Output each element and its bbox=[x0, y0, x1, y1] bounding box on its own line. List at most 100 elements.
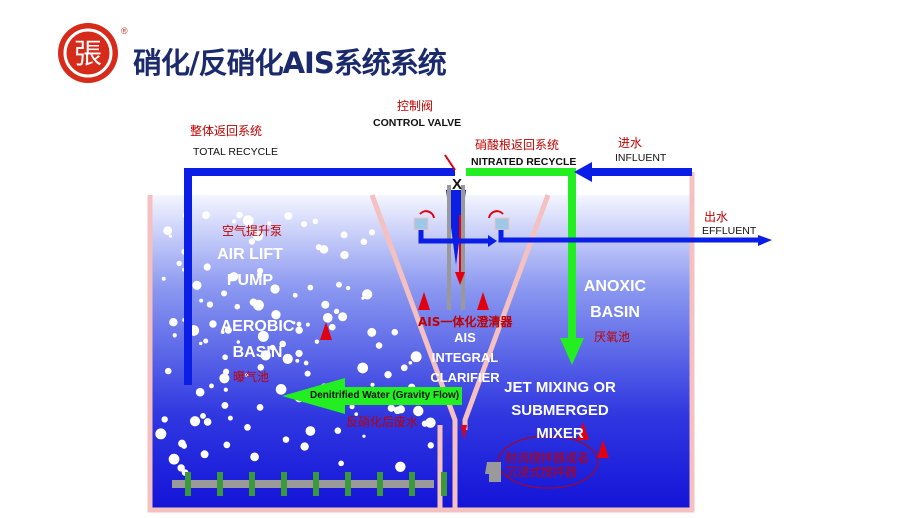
bubble bbox=[314, 339, 320, 344]
total-recycle-pipe bbox=[184, 168, 455, 385]
bubble bbox=[195, 387, 205, 397]
bubble bbox=[192, 280, 202, 290]
bubble bbox=[322, 312, 333, 323]
bubble bbox=[408, 360, 413, 365]
bubble bbox=[176, 260, 182, 267]
bubble bbox=[161, 416, 168, 423]
bubble bbox=[375, 342, 383, 349]
bubble bbox=[256, 404, 264, 411]
total-recycle-en: TOTAL RECYCLE bbox=[193, 146, 278, 158]
bubble bbox=[292, 321, 296, 325]
bubble bbox=[413, 405, 424, 417]
control-valve-cn: 控制阀 bbox=[397, 99, 434, 113]
bubble bbox=[295, 349, 303, 358]
bubble bbox=[338, 312, 348, 322]
bubble bbox=[231, 219, 237, 224]
bubble bbox=[203, 418, 212, 426]
bubble bbox=[155, 428, 167, 440]
diffuser-pipe bbox=[172, 472, 447, 496]
bubble bbox=[357, 362, 369, 374]
bubble bbox=[345, 285, 351, 291]
bubble bbox=[361, 296, 365, 300]
bubble bbox=[427, 442, 434, 449]
bubble bbox=[223, 387, 228, 392]
bubble bbox=[200, 413, 206, 419]
bubble bbox=[400, 364, 408, 372]
bubble bbox=[362, 434, 366, 438]
bubble bbox=[315, 244, 322, 251]
bubble bbox=[242, 215, 254, 226]
bubble bbox=[349, 404, 355, 410]
air-lift-cn: 空气提升泵 bbox=[222, 224, 283, 238]
diffuser-nozzle bbox=[249, 472, 255, 496]
bubble bbox=[312, 218, 319, 225]
diffuser-nozzle bbox=[441, 472, 447, 496]
bubble bbox=[367, 327, 377, 337]
nitrated-recycle-pipe bbox=[466, 168, 576, 340]
bubble bbox=[370, 382, 375, 387]
bubble bbox=[304, 370, 311, 377]
bubble bbox=[305, 426, 316, 436]
influent-en: INFLUENT bbox=[615, 152, 667, 164]
bubble bbox=[209, 383, 214, 389]
nitrated-recycle-cn: 硝酸根返回系统 bbox=[475, 138, 560, 152]
bubble bbox=[321, 300, 330, 309]
diffuser-nozzle bbox=[377, 472, 383, 496]
bubble bbox=[161, 276, 166, 281]
bubble bbox=[200, 450, 209, 459]
nitrated-recycle-en: NITRATED RECYCLE bbox=[471, 156, 577, 168]
influent-cn: 进水 bbox=[618, 136, 643, 150]
bubble bbox=[236, 340, 241, 344]
bubble bbox=[163, 226, 173, 236]
diffuser-nozzle bbox=[217, 472, 223, 496]
diffuser-nozzle bbox=[345, 472, 351, 496]
bubble bbox=[267, 221, 272, 226]
overflow-weirs bbox=[413, 210, 772, 247]
bubble bbox=[221, 290, 228, 297]
bubble bbox=[229, 272, 239, 282]
bubble bbox=[189, 416, 201, 427]
bubble bbox=[307, 284, 314, 291]
bubble bbox=[269, 344, 276, 351]
bubble bbox=[203, 263, 211, 271]
bubble bbox=[227, 415, 233, 421]
mixer-icon bbox=[485, 462, 501, 482]
bubble bbox=[282, 353, 293, 364]
anoxic-cn: 厌氧池 bbox=[594, 330, 631, 344]
bubble bbox=[305, 322, 310, 327]
bubble bbox=[165, 367, 172, 375]
bubble bbox=[177, 464, 185, 472]
bubble bbox=[282, 436, 290, 443]
total-recycle-cn: 整体返回系统 bbox=[190, 124, 263, 138]
control-valve-x[interactable]: X bbox=[452, 176, 463, 193]
bubble bbox=[391, 328, 399, 336]
bubble bbox=[395, 461, 406, 472]
bubble bbox=[220, 330, 225, 334]
bubble bbox=[410, 351, 422, 363]
bubble bbox=[244, 373, 249, 377]
bubble bbox=[248, 238, 256, 245]
bubble bbox=[368, 229, 376, 236]
bubble bbox=[340, 250, 349, 260]
diffuser-nozzle bbox=[313, 472, 319, 496]
bubble bbox=[257, 330, 269, 342]
bubble bbox=[236, 211, 243, 219]
bubble bbox=[202, 211, 211, 220]
company-logo: 張 ® bbox=[58, 23, 128, 83]
bubble bbox=[425, 417, 436, 428]
upflow-arrows bbox=[320, 292, 609, 458]
bubble bbox=[256, 234, 261, 239]
effluent-cn: 出水 bbox=[704, 210, 729, 224]
bubble bbox=[354, 412, 359, 416]
svg-text:張: 張 bbox=[74, 37, 102, 70]
aerobic-cn: 曝气池 bbox=[233, 370, 270, 384]
bubble bbox=[168, 453, 180, 465]
bubble bbox=[340, 231, 348, 239]
bubble bbox=[279, 340, 286, 348]
bubble bbox=[303, 360, 309, 366]
bubble bbox=[296, 321, 302, 327]
bubble bbox=[295, 326, 303, 334]
